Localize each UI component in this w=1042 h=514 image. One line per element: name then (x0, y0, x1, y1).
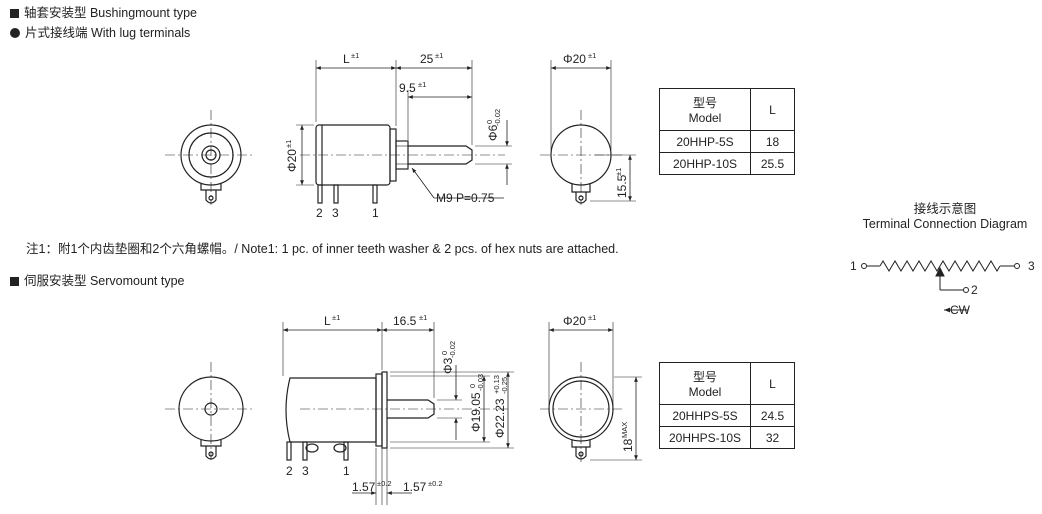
servo-dim-phi3-tol-top: 0 (440, 351, 449, 355)
table-cell-L: 25.5 (750, 152, 795, 175)
heading-servo-type: 伺服安装型 Servomount type (10, 274, 184, 288)
dim-25-tol: ±1 (435, 51, 443, 60)
square-bullet-icon (10, 277, 19, 286)
dim-L-tol: ±1 (351, 51, 359, 60)
dim-25: 25 (420, 52, 434, 66)
terminal-diagram-title-en: Terminal Connection Diagram (862, 217, 1028, 231)
dim-9-5: 9.5 (399, 81, 416, 95)
pin-1-label: 1 (850, 259, 857, 273)
servo-dim-18: 18 (621, 438, 635, 452)
servo-dim-phi22-23-tol-top: +0.13 (492, 375, 501, 394)
header-model-cn: 型号 (692, 370, 717, 384)
table-header-model: 型号 Model (659, 88, 751, 131)
header-model-en: Model (688, 385, 722, 399)
dim-phi20: Φ20 (285, 149, 299, 172)
servo-dim-phi20-end-tol: ±1 (588, 313, 596, 322)
servo-dim-phi22-23-tol-bot: -0.25 (500, 377, 509, 394)
servo-side-view (282, 322, 514, 505)
pin-3-label: 3 (1028, 259, 1035, 273)
servo-terminal-2-label: 2 (286, 464, 293, 478)
dim-9-5-tol: ±1 (418, 80, 426, 89)
terminal-diagram-title: 接线示意图 Terminal Connection Diagram (848, 202, 1042, 232)
table-cell-L: 24.5 (750, 404, 795, 427)
bushing-front-view (165, 110, 255, 205)
servo-terminal-1-label: 1 (343, 464, 350, 478)
table-header-L: L (750, 362, 795, 405)
dim-phi6: Φ6 (486, 124, 500, 141)
square-bullet-icon (10, 9, 19, 18)
bushing-side-dims-text: L ±1 25 ±1 9.5 ±1 Φ20 ±1 Φ6 0 -0.02 M9 P… (284, 51, 502, 220)
dim-thread: M9 P=0.75 (436, 191, 495, 205)
note-text: 注1：附1个内齿垫圈和2个六角螺帽。/ Note1: 1 pc. of inne… (26, 242, 619, 256)
dim-phi6-tol-bot: -0.02 (493, 109, 502, 126)
table-cell-model: 20HHP-5S (659, 130, 751, 153)
table-cell-model: 20HHPS-5S (659, 404, 751, 427)
servo-dim-1-57-a-tol: ±0.2 (377, 479, 392, 488)
dim-phi6-tol-top: 0 (485, 120, 494, 124)
dim-phi20-end-tol: ±1 (588, 51, 596, 60)
terminal-connection-diagram (861, 260, 1020, 313)
heading-bushing-type-text: 轴套安装型 Bushingmount type (24, 6, 197, 20)
header-model-en: Model (688, 111, 722, 125)
terminal-diagram-title-cn: 接线示意图 (913, 202, 977, 216)
servo-dim-L: L (324, 314, 331, 328)
circle-bullet-icon (10, 28, 20, 38)
dim-L: L (343, 52, 350, 66)
servo-dim-phi3: Φ3 (441, 357, 455, 374)
servo-end-view (540, 322, 642, 462)
servo-dim-18-tol: MAX (620, 422, 629, 438)
servo-side-dims-text: L ±1 16.5 ±1 Φ3 0 -0.02 Φ19.05 0 -0.03 Φ… (286, 313, 509, 494)
heading-servo-type-text: 伺服安装型 Servomount type (24, 274, 185, 288)
servo-dim-16-5-tol: ±1 (419, 313, 427, 322)
table-cell-model: 20HHP-10S (659, 152, 751, 175)
bushing-side-view (296, 60, 512, 204)
servo-dim-1-57-b-tol: ±0.2 (428, 479, 443, 488)
heading-bushing-type: 轴套安装型 Bushingmount type (10, 6, 197, 20)
servo-front-view (165, 362, 255, 460)
bushing-end-dims-text: Φ20 ±1 15.5 ±1 (563, 51, 629, 198)
servo-dim-phi19-05-tol-bot: -0.03 (476, 374, 485, 391)
servo-dim-16-5: 16.5 (393, 314, 417, 328)
dim-15-5-tol: ±1 (614, 168, 623, 176)
pin-2-label: 2 (971, 283, 978, 297)
dim-phi20-tol: ±1 (284, 140, 293, 148)
dim-15-5: 15.5 (615, 174, 629, 198)
terminal-3-label: 3 (332, 206, 339, 220)
servo-dim-1-57-b: 1.57 (403, 480, 427, 494)
servo-dim-L-tol: ±1 (332, 313, 340, 322)
servo-model-table: 型号 Model L 20HHPS-5S 24.5 20HHPS-10S 32 (659, 362, 795, 449)
table-header-L: L (750, 88, 795, 131)
servo-dim-1-57-a: 1.57 (352, 480, 376, 494)
servo-end-dims-text: Φ20 ±1 18 MAX (563, 313, 635, 452)
table-cell-L: 32 (750, 426, 795, 449)
terminal-diagram-labels: 1 3 2 CW (850, 259, 1035, 317)
servo-dim-phi19-05: Φ19.05 (469, 392, 483, 432)
servo-dim-phi3-tol-bot: -0.02 (448, 341, 457, 358)
servo-dim-phi19-05-tol-top: 0 (468, 384, 477, 388)
heading-lug-terminals-text: 片式接线端 With lug terminals (25, 26, 191, 40)
header-model-cn: 型号 (692, 96, 717, 110)
servo-dim-phi20-end: Φ20 (563, 314, 586, 328)
bushing-model-table: 型号 Model L 20HHP-5S 18 20HHP-10S 25.5 (659, 88, 795, 175)
bushing-end-view (540, 60, 636, 205)
heading-lug-terminals: 片式接线端 With lug terminals (10, 26, 190, 40)
cw-label: CW (950, 303, 971, 317)
servo-terminal-3-label: 3 (302, 464, 309, 478)
servo-dim-phi22-23: Φ22.23 (493, 398, 507, 438)
dim-phi20-end: Φ20 (563, 52, 586, 66)
table-cell-L: 18 (750, 130, 795, 153)
terminal-1-label: 1 (372, 206, 379, 220)
table-header-model: 型号 Model (659, 362, 751, 405)
terminal-2-label: 2 (316, 206, 323, 220)
table-cell-model: 20HHPS-10S (659, 426, 751, 449)
